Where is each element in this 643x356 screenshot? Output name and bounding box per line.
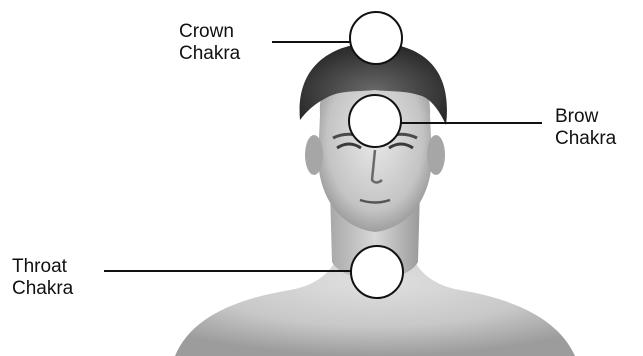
crown-chakra-circle bbox=[350, 12, 402, 64]
brow-chakra-circle bbox=[349, 95, 401, 147]
throat-label-line1: Throat bbox=[12, 256, 73, 278]
right-ear bbox=[427, 135, 445, 175]
crown-chakra-label: Crown Chakra bbox=[179, 21, 240, 65]
throat-chakra-label: Throat Chakra bbox=[12, 256, 73, 300]
throat-chakra-circle bbox=[351, 246, 403, 298]
crown-label-line2: Chakra bbox=[179, 43, 240, 65]
brow-label-line1: Brow bbox=[555, 106, 616, 128]
left-ear bbox=[305, 135, 323, 175]
throat-label-line2: Chakra bbox=[12, 278, 73, 300]
crown-label-line1: Crown bbox=[179, 21, 240, 43]
brow-label-line2: Chakra bbox=[555, 128, 616, 150]
brow-chakra-label: Brow Chakra bbox=[555, 106, 616, 150]
